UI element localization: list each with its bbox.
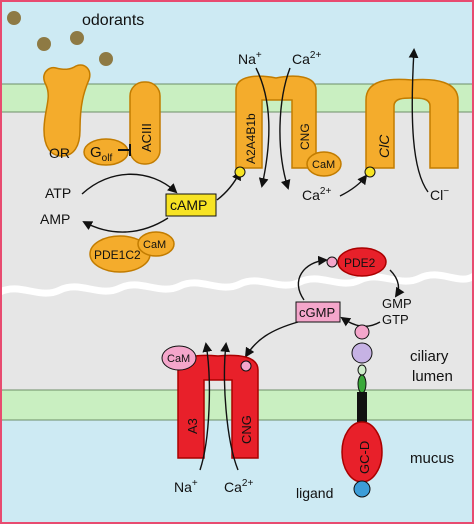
gcd-linker (357, 364, 367, 376)
odorant-molecule (7, 11, 21, 25)
cgmp-to-pde2-arrow (297, 255, 328, 301)
gtp-label: GTP (382, 312, 409, 327)
gcd-green-domain (357, 374, 367, 394)
cam-top (306, 151, 342, 177)
ciliary-label: ciliary (410, 348, 449, 365)
cng-top-label: CNG (298, 123, 312, 150)
olfactory-receptor (43, 64, 91, 157)
pde2-label: PDE2 (344, 256, 376, 270)
ca-mid-sup: 2+ (320, 186, 332, 197)
svg-text:Na+: Na+ (174, 478, 198, 495)
cl-label: Cl (430, 187, 443, 203)
na-top-sup: + (256, 50, 262, 61)
svg-text:Na+: Na+ (238, 50, 262, 67)
cam-bottom (161, 345, 197, 371)
svg-text:Ca2+: Ca2+ (224, 478, 253, 495)
atp-label: ATP (45, 185, 71, 201)
atp-to-camp-arrow (81, 173, 178, 195)
cgmp-box (295, 301, 341, 323)
odorants-label: odorants (82, 12, 144, 29)
ca-top-label: Ca (292, 51, 310, 67)
gcd-purple-domain (351, 342, 373, 364)
camp-to-amp-arrow (82, 217, 169, 233)
cl-efflux-arrow (408, 48, 429, 193)
ca-bottom-sup: 2+ (242, 478, 254, 489)
cam-bottom-label: CaM (167, 353, 190, 365)
golf-label: G (90, 144, 102, 161)
a2a4b1b-label: A2A4B1b (244, 113, 258, 164)
ca-bottom-arrow (220, 342, 239, 471)
odorant-molecule (70, 31, 84, 45)
camp-binding-site (234, 166, 246, 178)
golf-protein (83, 138, 129, 166)
gmp-label: GMP (382, 296, 412, 311)
ca-influx-arrow (279, 67, 291, 190)
gcd-pink-domain (354, 324, 370, 340)
cgmp-to-cng-arrow (244, 321, 299, 358)
pde2-to-gmp-arrow (389, 269, 405, 298)
golf-subscript: olf (102, 153, 113, 164)
na-influx-arrow (255, 67, 270, 188)
or-label: OR (49, 145, 70, 161)
pde1c2-label: PDE1C2 (94, 248, 141, 262)
ligand-label: ligand (296, 485, 333, 501)
na-top-label: Na (238, 51, 256, 67)
ca-mid-label: Ca (302, 187, 320, 203)
cl-sup: − (443, 186, 449, 197)
cgmp-label: cGMP (299, 305, 335, 320)
cam-top-label: CaM (312, 159, 335, 171)
clc-channel (365, 78, 459, 169)
mucus-label: mucus (410, 450, 454, 467)
na-bottom-label: Na (174, 479, 192, 495)
gcd-label: GC-D (357, 441, 372, 474)
ligand-molecule (353, 480, 371, 498)
na-bottom-arrow (199, 342, 213, 471)
svg-text:Golf: Golf (90, 144, 112, 164)
ca-to-clc-arrow (339, 174, 368, 197)
amp-label: AMP (40, 211, 70, 227)
break-line (0, 271, 474, 297)
ca-bottom-label: Ca (224, 479, 242, 495)
ca-top-sup: 2+ (310, 50, 322, 61)
lumen-label: lumen (412, 368, 453, 385)
aciii-enzyme (129, 81, 161, 165)
pde2-enzyme (337, 247, 387, 277)
svg-text:Cl−: Cl− (430, 186, 449, 203)
cng-bottom-label: CNG (239, 415, 254, 444)
pde2-binding-site (326, 256, 338, 268)
na-bottom-sup: + (192, 478, 198, 489)
gcd-transmembrane (357, 392, 367, 422)
clc-label: ClC (376, 134, 392, 158)
odorant-molecule (99, 52, 113, 66)
a3-label: A3 (185, 418, 200, 434)
svg-text:Ca2+: Ca2+ (292, 50, 321, 67)
aciii-label: ACIII (139, 123, 154, 152)
ca-binding-site (364, 166, 376, 178)
camp-box (165, 193, 217, 217)
camp-label: cAMP (170, 197, 207, 213)
cam-pde-label: CaM (143, 239, 166, 251)
cam-pde1c2 (137, 231, 175, 257)
svg-text:Ca2+: Ca2+ (302, 186, 331, 203)
cgmp-binding-site (240, 360, 252, 372)
odorant-molecule (37, 37, 51, 51)
